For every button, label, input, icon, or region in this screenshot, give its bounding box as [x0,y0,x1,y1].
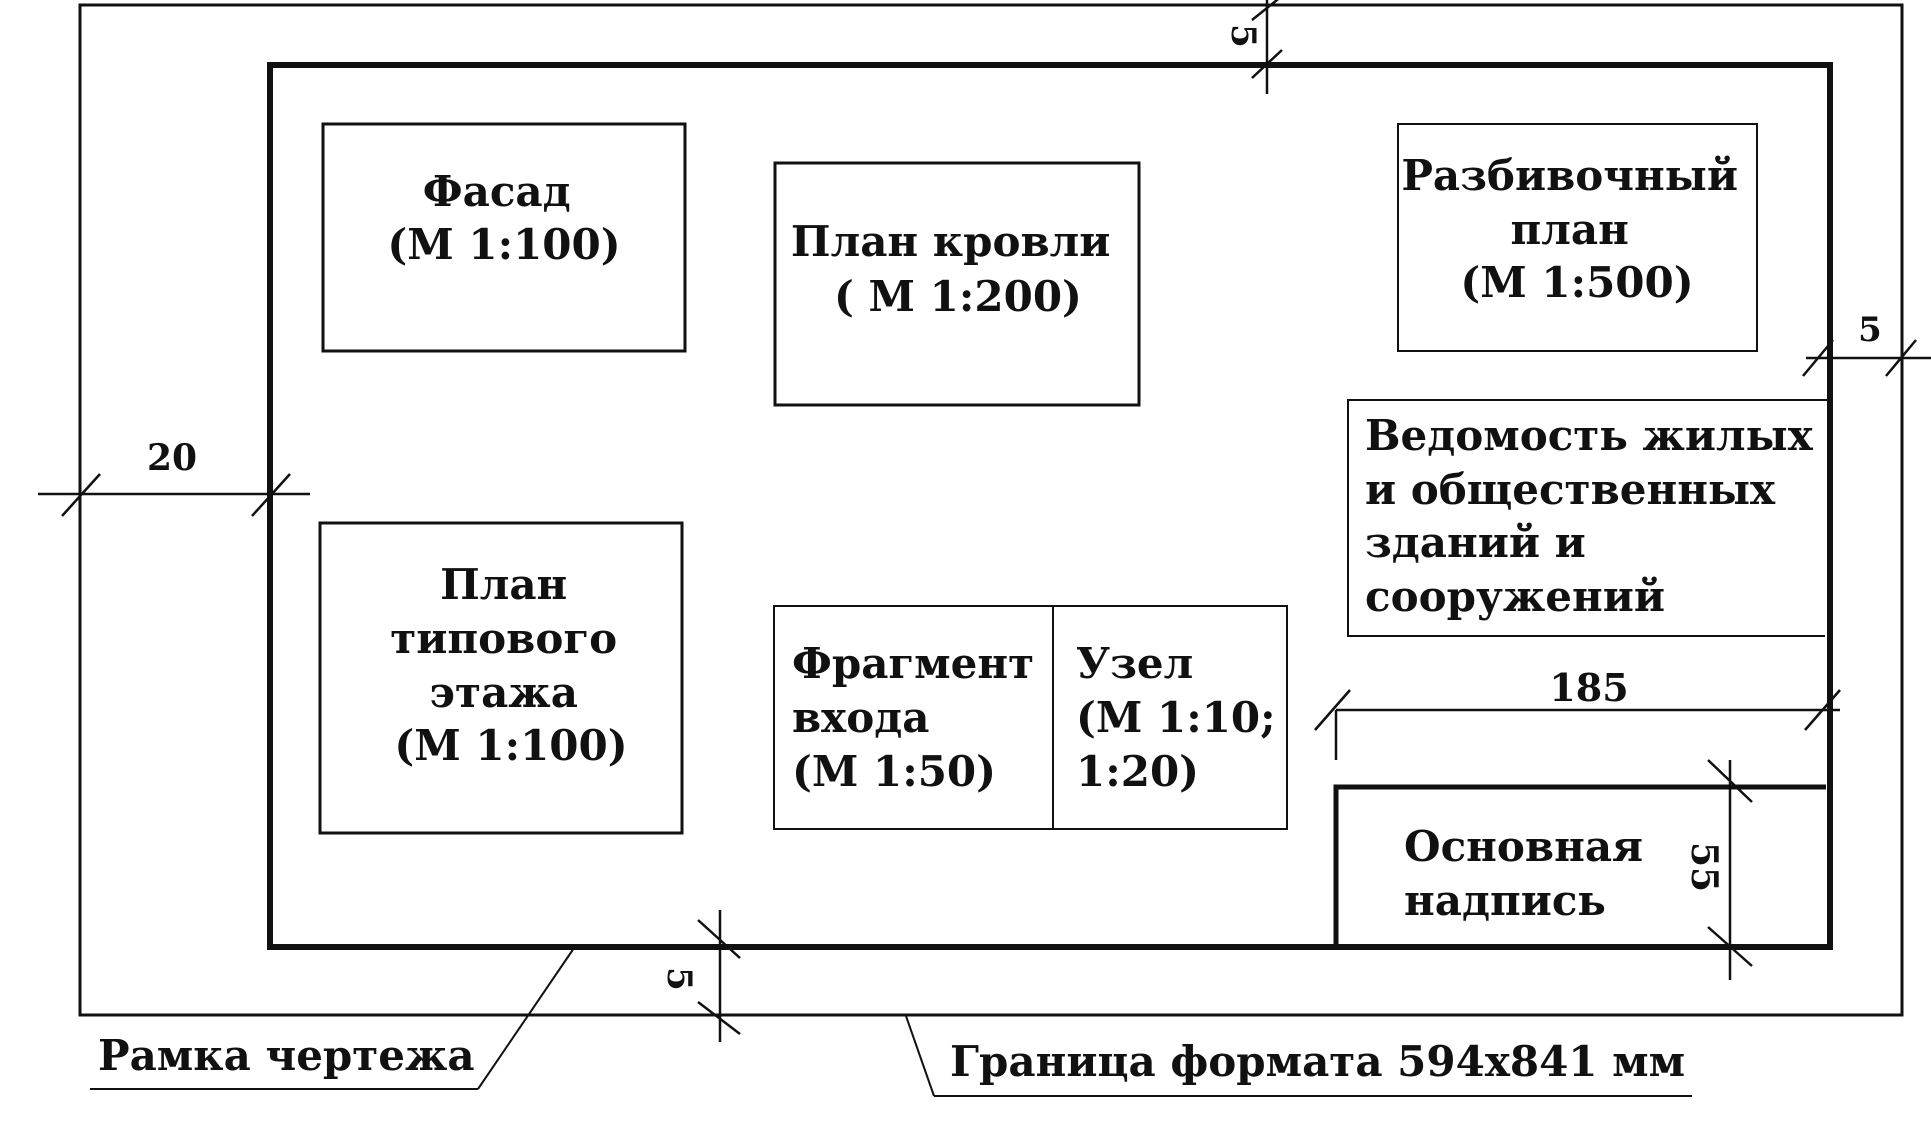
leader-drawing-frame-label: Рамка чертежа [98,1031,475,1080]
schedule-line-2: и общественных [1365,465,1776,514]
leader-drawing-frame [90,947,575,1090]
fragment-line-1: Фрагмент [792,639,1034,688]
node-line-3: 1:20) [1076,747,1199,796]
facade-line-2: (М 1:100) [387,220,620,269]
roof-plan-line-2: ( М 1:200) [834,272,1082,321]
schedule-box [1347,399,1830,637]
layout-plan-line-3: (М 1:500) [1460,258,1693,307]
node-line-1: Узел [1076,639,1193,688]
layout-plan-box [1397,123,1758,352]
svg-text:Фрагмент входа (М 1:50: Фрагмент входа (М 1:50) [792,639,1049,796]
facade-box [321,122,687,353]
layout-plan-line-1: Разбивочный [1401,151,1738,200]
svg-text:Узел (М 1:10; 1:20): Узел (М 1:10; 1:20) [1076,639,1290,796]
dim-left-margin-label: 20 [147,437,197,479]
title-block-box [1333,784,1826,947]
dim-bottom-offset-label: 5 [659,967,699,991]
node-line-2: (М 1:10; [1076,693,1276,742]
dim-title-width [1314,689,1841,760]
format-border [78,3,1904,1017]
fragment-node-box [773,605,1288,830]
typical-floor-box [318,521,684,835]
dim-top-offset-label: 5 [1223,24,1263,48]
svg-text:Фасад (М 1:100): Фасад (М 1:100) [387,167,620,269]
dim-left-margin [38,473,310,517]
svg-text:План типового этажа: План типового этажа (М 1:100) [390,560,632,770]
svg-text:Основная надпись: Основная надпись [1404,822,1658,925]
svg-text:Ведомость жилых и обществе: Ведомость жилых и общественных зданий и … [1365,411,1827,621]
dim-title-height-label: 55 [1683,842,1725,892]
title-block-line-2: надпись [1404,876,1606,925]
drawing-frame [267,62,1833,950]
typical-floor-line-3: этажа [429,668,577,717]
roof-plan-line-1: План кровли [791,217,1111,266]
dim-right-offset [1802,339,1931,377]
schedule-line-4: сооружений [1365,572,1665,621]
facade-line-1: Фасад [423,167,571,216]
svg-text:План кровли ( М 1:200): План кровли ( М 1:200) [791,217,1125,321]
leader-format-border [905,1015,1692,1097]
fragment-line-2: входа [792,693,929,742]
svg-text:Разбивочный план (М 1:: Разбивочный план (М 1:500) [1401,151,1752,307]
schedule-line-3: зданий и [1365,518,1586,567]
layout-plan-line-2: план [1511,205,1629,254]
leader-format-border-label: Граница формата 594х841 мм [950,1037,1685,1086]
title-block-line-1: Основная [1404,822,1643,871]
dim-top-offset [1251,0,1283,94]
dim-bottom-offset [697,910,741,1042]
roof-plan-box [773,161,1141,407]
dim-right-offset-label: 5 [1858,310,1882,350]
fragment-line-3: (М 1:50) [792,747,996,796]
dim-title-width-label: 185 [1549,665,1628,710]
typical-floor-line-2: типового [390,614,617,663]
typical-floor-line-4: (М 1:100) [394,721,627,770]
schedule-line-1: Ведомость жилых [1365,411,1814,460]
dim-title-height [1707,759,1753,980]
typical-floor-line-1: План [440,560,567,609]
